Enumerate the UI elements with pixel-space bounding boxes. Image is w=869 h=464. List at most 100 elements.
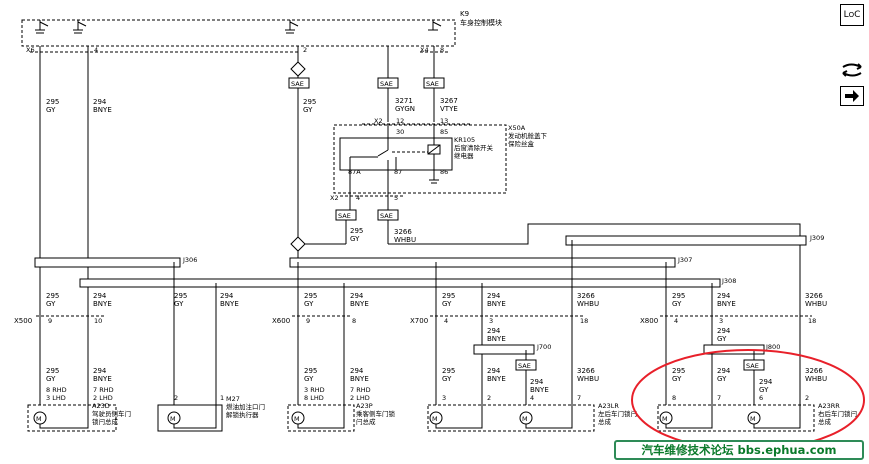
- sae-label: SAE: [338, 212, 351, 220]
- fuse-box-name-1: 发动机舱盖下: [508, 131, 548, 140]
- connector-pin: 3: [489, 317, 493, 325]
- pin-8-label: 8: [440, 46, 444, 54]
- arrow-right-icon[interactable]: [840, 86, 864, 106]
- connector-pin: 9: [48, 317, 52, 325]
- splice-label: J800: [765, 343, 780, 351]
- wire-label-num: 295: [304, 292, 317, 300]
- fuse-box-name-2: 保险丝盒: [508, 139, 535, 148]
- relay-contact: [377, 149, 389, 157]
- wire-label-num: 294: [487, 367, 501, 375]
- actuator-pin: 8: [672, 394, 676, 402]
- body-control-module-box: [21, 19, 456, 47]
- splice-diamond-top: [290, 61, 306, 77]
- wire-3266-route: [388, 223, 801, 405]
- module-switch-3: [285, 20, 299, 34]
- sae-label: SAE: [291, 80, 304, 88]
- conn-x2-top: X2: [374, 117, 383, 125]
- wire-label-color: BNYE: [350, 375, 369, 383]
- forum-banner[interactable]: 汽车维修技术论坛 bbs.ephua.com: [614, 440, 864, 460]
- actuator-name-1: 右后车门锁闩: [818, 409, 857, 418]
- wire-label-color: GY: [174, 300, 184, 308]
- connector-pin: 4: [674, 317, 678, 325]
- actuator-name-1: 乘客侧车门锁: [356, 409, 396, 418]
- wire-label-num: 294: [350, 292, 364, 300]
- actuator-a23d-box: [27, 404, 117, 432]
- connector-pin: 3: [719, 317, 723, 325]
- wire-label-color: GY: [350, 235, 360, 243]
- pin-4-bottom: 4: [356, 194, 360, 202]
- relay-coil-diag: [427, 144, 441, 155]
- actuator-pin: 7 RHD: [93, 386, 114, 394]
- wire-label-color: GY: [303, 106, 313, 114]
- wire-label-num: 295: [350, 227, 363, 235]
- actuator-name-2: 总成: [818, 417, 832, 426]
- wire-label-color: GY: [46, 106, 56, 114]
- sae-label: SAE: [380, 80, 393, 88]
- wire-label-color: GY: [442, 375, 452, 383]
- splice-label: J309: [809, 234, 824, 242]
- sae-label: SAE: [426, 80, 439, 88]
- actuator-pin: 3 RHD: [304, 386, 325, 394]
- pin-86-label: 86: [440, 168, 448, 176]
- connector-pin: 18: [580, 317, 588, 325]
- wire-label-num: 3266: [577, 292, 595, 300]
- actuator-a23p-box: [287, 404, 355, 432]
- module-name: 车身控制模块: [460, 18, 502, 27]
- actuator-name-2: 总成: [598, 417, 612, 426]
- motor-return: [525, 405, 573, 429]
- wire-label-num: 295: [46, 98, 59, 106]
- splice-bar-j308: [79, 278, 721, 288]
- wire-label-num: 295: [672, 367, 685, 375]
- wire-label-color: BNYE: [487, 375, 506, 383]
- wire-label-color: GY: [304, 375, 314, 383]
- locator-icon[interactable]: LOC: [840, 4, 864, 26]
- wire-label-num: 295: [174, 292, 187, 300]
- wire-label-color: WHBU: [394, 236, 416, 244]
- connector-id: X600: [272, 317, 290, 325]
- relay-name-1: 后窗清除开关: [454, 143, 494, 152]
- wire-label-num: 295: [442, 367, 455, 375]
- pin-12-label: 12: [396, 117, 404, 125]
- wire-label-num: 295: [46, 292, 59, 300]
- swap-icon[interactable]: [840, 60, 864, 80]
- pin-13-label: 13: [440, 117, 448, 125]
- actuator-pin: 6: [759, 394, 763, 402]
- pin-x6-label: X6: [26, 46, 35, 54]
- module-switch-1: [35, 20, 49, 34]
- wire-label-color: GY: [672, 300, 682, 308]
- wire-label-num: 295: [46, 367, 59, 375]
- splice-label: J308: [721, 277, 736, 285]
- connector-id: X800: [640, 317, 658, 325]
- actuator-a23rr-box: [657, 404, 815, 432]
- wire-label-num: 295: [672, 292, 685, 300]
- module-id: K9: [460, 10, 469, 18]
- wire-label-color: WHBU: [805, 375, 827, 383]
- wire-label-num: 3266: [805, 292, 823, 300]
- conn-x2-bottom: X2: [330, 194, 339, 202]
- actuator-name-1: 燃油加注口门: [226, 402, 265, 411]
- wire-label-color: BNYE: [93, 300, 112, 308]
- motor-label: M: [294, 415, 300, 423]
- actuator-pin: 2: [805, 394, 809, 402]
- motor-label: M: [36, 415, 42, 423]
- pin-85-label: 85: [440, 128, 448, 136]
- actuator-pin: 7: [717, 394, 721, 402]
- pin-4-label: 4: [94, 46, 98, 54]
- wire-label-num: 294: [717, 327, 731, 335]
- actuator-pin: 2: [487, 394, 491, 402]
- wire-label-num: 294: [487, 292, 501, 300]
- actuator-id: A23D: [92, 402, 110, 410]
- pin-x4-label: X4: [420, 46, 429, 54]
- splice-label: J700: [536, 343, 551, 351]
- wire-label-color: BNYE: [530, 386, 549, 394]
- motor-return: [753, 405, 801, 429]
- actuator-pin: 7: [577, 394, 581, 402]
- motor-return: [173, 405, 217, 429]
- wire-label-num: 295: [442, 292, 455, 300]
- wire-label-num: 294: [487, 327, 501, 335]
- wire-label-num: 294: [93, 98, 107, 106]
- actuator-id: A23RR: [818, 402, 840, 410]
- splice-bar-j307: [289, 257, 676, 268]
- wire-label-num: 294: [717, 367, 731, 375]
- connector-pin: 10: [94, 317, 102, 325]
